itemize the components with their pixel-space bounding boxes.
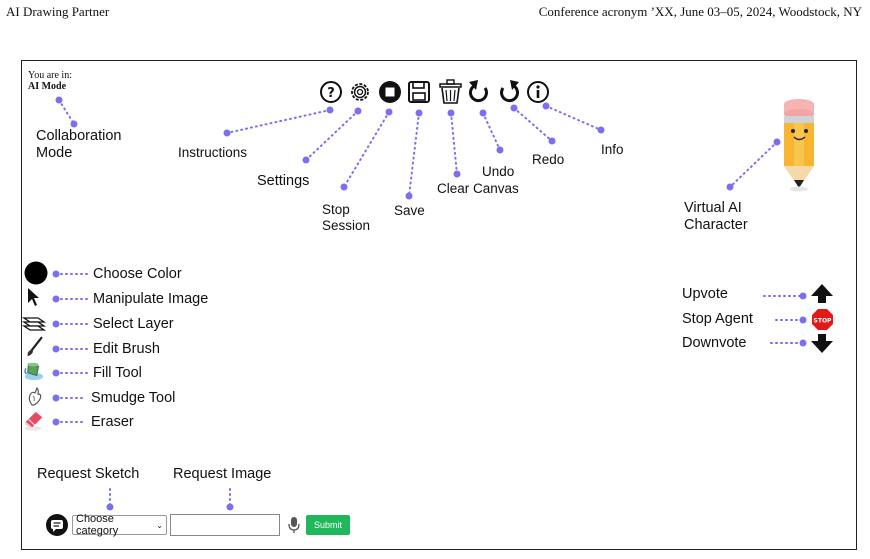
figure-frame (21, 60, 857, 550)
settings-label: Settings (257, 173, 310, 189)
request-bar: Choose category ⌄ Submit (46, 513, 351, 537)
brush-icon[interactable] (23, 336, 47, 358)
upvote-label: Upvote (682, 286, 728, 302)
stop-session-label: Stop Session (322, 202, 371, 233)
info-icon[interactable] (527, 81, 549, 103)
tool-label-edit-brush: Edit Brush (93, 341, 160, 357)
undo-label: Undo (482, 164, 515, 179)
tool-label-eraser: Eraser (91, 414, 134, 430)
microphone-icon[interactable] (288, 516, 300, 534)
request-image-label: Request Image (173, 466, 272, 482)
chevron-down-icon: ⌄ (156, 520, 163, 530)
downvote-label: Downvote (682, 335, 747, 351)
help-icon[interactable]: ? (320, 81, 342, 103)
virtual-ai-character-label: Virtual AI Character (684, 200, 748, 233)
upvote-arrow-icon[interactable] (811, 284, 833, 303)
tool-label-choose-color: Choose Color (93, 266, 182, 282)
stop-agent-icon[interactable]: STOP (812, 309, 833, 330)
mode-label: You are in: AI Mode (28, 70, 72, 92)
tool-label-fill-tool: Fill Tool (93, 365, 142, 381)
instructions-label: Instructions (178, 145, 248, 160)
save-icon[interactable] (408, 81, 430, 103)
gear-icon[interactable] (351, 83, 369, 101)
pencil-character-icon[interactable] (784, 99, 814, 192)
info-label: Info (601, 142, 624, 157)
tool-label-select-layer: Select Layer (93, 316, 174, 332)
request-sketch-label: Request Sketch (37, 466, 140, 482)
tool-label-manipulate-image: Manipulate Image (93, 291, 209, 307)
tool-label-smudge-tool: Smudge Tool (91, 390, 176, 406)
cursor-icon[interactable] (24, 287, 48, 309)
svg-text:?: ? (327, 86, 335, 101)
smudge-icon[interactable] (23, 386, 47, 408)
layers-icon[interactable] (22, 313, 46, 335)
submit-button[interactable]: Submit (306, 515, 351, 535)
paint-bucket-icon[interactable] (22, 360, 46, 382)
clear-canvas-label: Clear Canvas (437, 181, 519, 196)
trash-icon[interactable] (439, 79, 462, 104)
request-text-input[interactable] (170, 514, 280, 536)
chat-icon[interactable] (46, 514, 68, 536)
category-select[interactable]: Choose category ⌄ (72, 513, 167, 537)
collaboration-mode-label: Collaboration Mode (36, 128, 122, 161)
stop-agent-label: Stop Agent (682, 311, 753, 327)
eraser-icon[interactable] (22, 410, 46, 432)
running-header-left: AI Drawing Partner (6, 4, 110, 19)
stop-session-icon[interactable] (379, 81, 401, 103)
downvote-arrow-icon[interactable] (811, 334, 833, 353)
stop-sign-text: STOP (814, 318, 833, 325)
undo-icon[interactable] (469, 80, 488, 103)
redo-label: Redo (532, 152, 565, 167)
save-label: Save (394, 203, 425, 218)
redo-icon[interactable] (500, 80, 519, 103)
running-header-right: Conference acronym ’XX, June 03–05, 2024… (538, 4, 862, 19)
color-circle-icon[interactable] (23, 260, 49, 286)
